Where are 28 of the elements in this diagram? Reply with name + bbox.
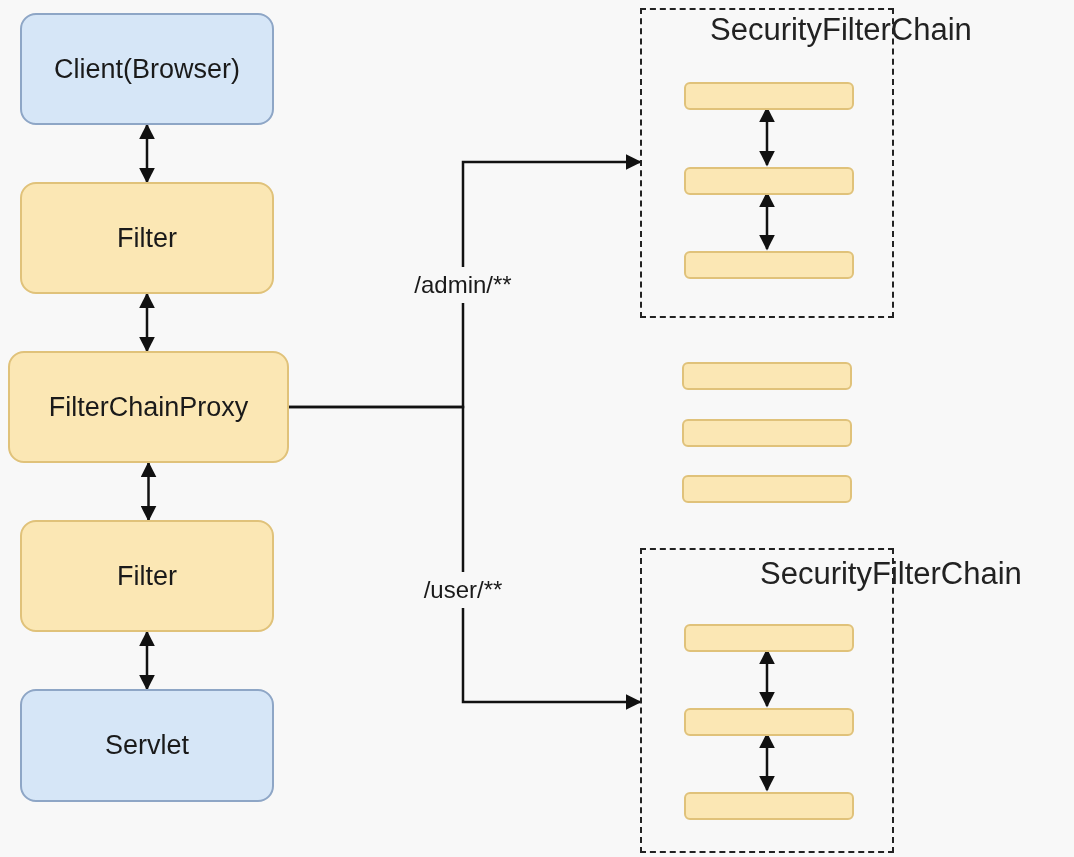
group-heading: SecurityFilterChain (710, 14, 972, 45)
filter-bar (682, 475, 852, 503)
filter-bar (682, 419, 852, 447)
filter-bar (684, 82, 854, 110)
filter-bar (684, 251, 854, 279)
connector-arrow (139, 123, 155, 184)
filter-box (20, 182, 274, 294)
endpoint-box (20, 689, 274, 802)
connector-arrow (289, 405, 642, 710)
endpoint-box (20, 13, 274, 125)
group-heading: SecurityFilterChain (760, 558, 1022, 589)
filter-bar (682, 362, 852, 390)
connector-arrow (139, 630, 155, 691)
node-label: Servlet (104, 729, 189, 763)
node-label: Client(Browser) (53, 52, 240, 86)
filter-bar (684, 624, 854, 652)
filter-box (20, 520, 274, 632)
edge-label: /user/** (421, 571, 505, 608)
filter-bar (684, 167, 854, 195)
filter-bar (684, 792, 854, 820)
connector-arrow (139, 292, 155, 353)
node-label: FilterChainProxy (48, 390, 249, 424)
edge-label: /admin/** (412, 266, 514, 303)
filter-bar (684, 708, 854, 736)
node-label: Filter (117, 559, 177, 593)
connector-arrow (140, 461, 157, 522)
filter-box (8, 351, 289, 463)
node-label: Filter (117, 221, 177, 255)
